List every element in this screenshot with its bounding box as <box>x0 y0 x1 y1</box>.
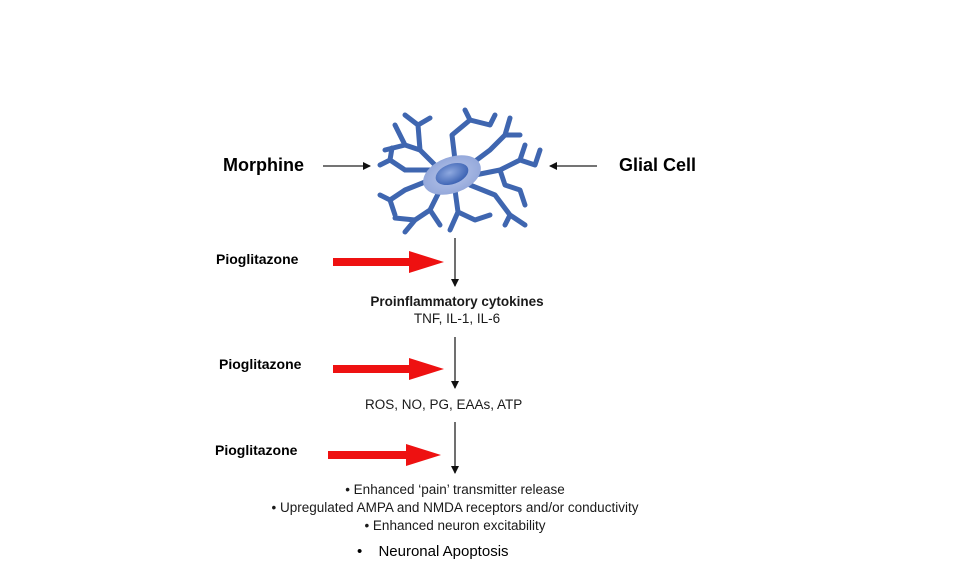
cytokines-title: Proinflammatory cytokines <box>370 294 544 309</box>
effects-list: • Enhanced ‘pain’ transmitter release • … <box>230 481 680 535</box>
effect-item: • Upregulated AMPA and NMDA receptors an… <box>271 500 639 515</box>
glial-cell-icon <box>377 107 543 235</box>
cytokines-list: TNF, IL-1, IL-6 <box>413 311 501 326</box>
pioglitazone-label-2: Pioglitazone <box>219 356 302 372</box>
effect-item: • Enhanced neuron excitability <box>364 518 546 533</box>
neuronal-apoptosis-label: Neuronal Apoptosis <box>378 543 509 560</box>
pioglitazone-arrow-1 <box>333 251 444 273</box>
mediators-text: ROS, NO, PG, EAAs, ATP <box>365 397 523 412</box>
pioglitazone-label-1: Pioglitazone <box>216 251 299 267</box>
final-effect: • Neuronal Apoptosis <box>357 543 509 560</box>
pioglitazone-arrow-2 <box>333 358 444 380</box>
effect-item: • Enhanced ‘pain’ transmitter release <box>345 482 565 497</box>
morphine-label: Morphine <box>223 155 304 175</box>
glial-cell-label: Glial Cell <box>619 155 697 175</box>
nucleus-shape <box>435 162 469 186</box>
pioglitazone-label-3: Pioglitazone <box>215 442 298 458</box>
bullet: • <box>357 543 363 560</box>
pioglitazone-arrow-3 <box>328 444 441 466</box>
